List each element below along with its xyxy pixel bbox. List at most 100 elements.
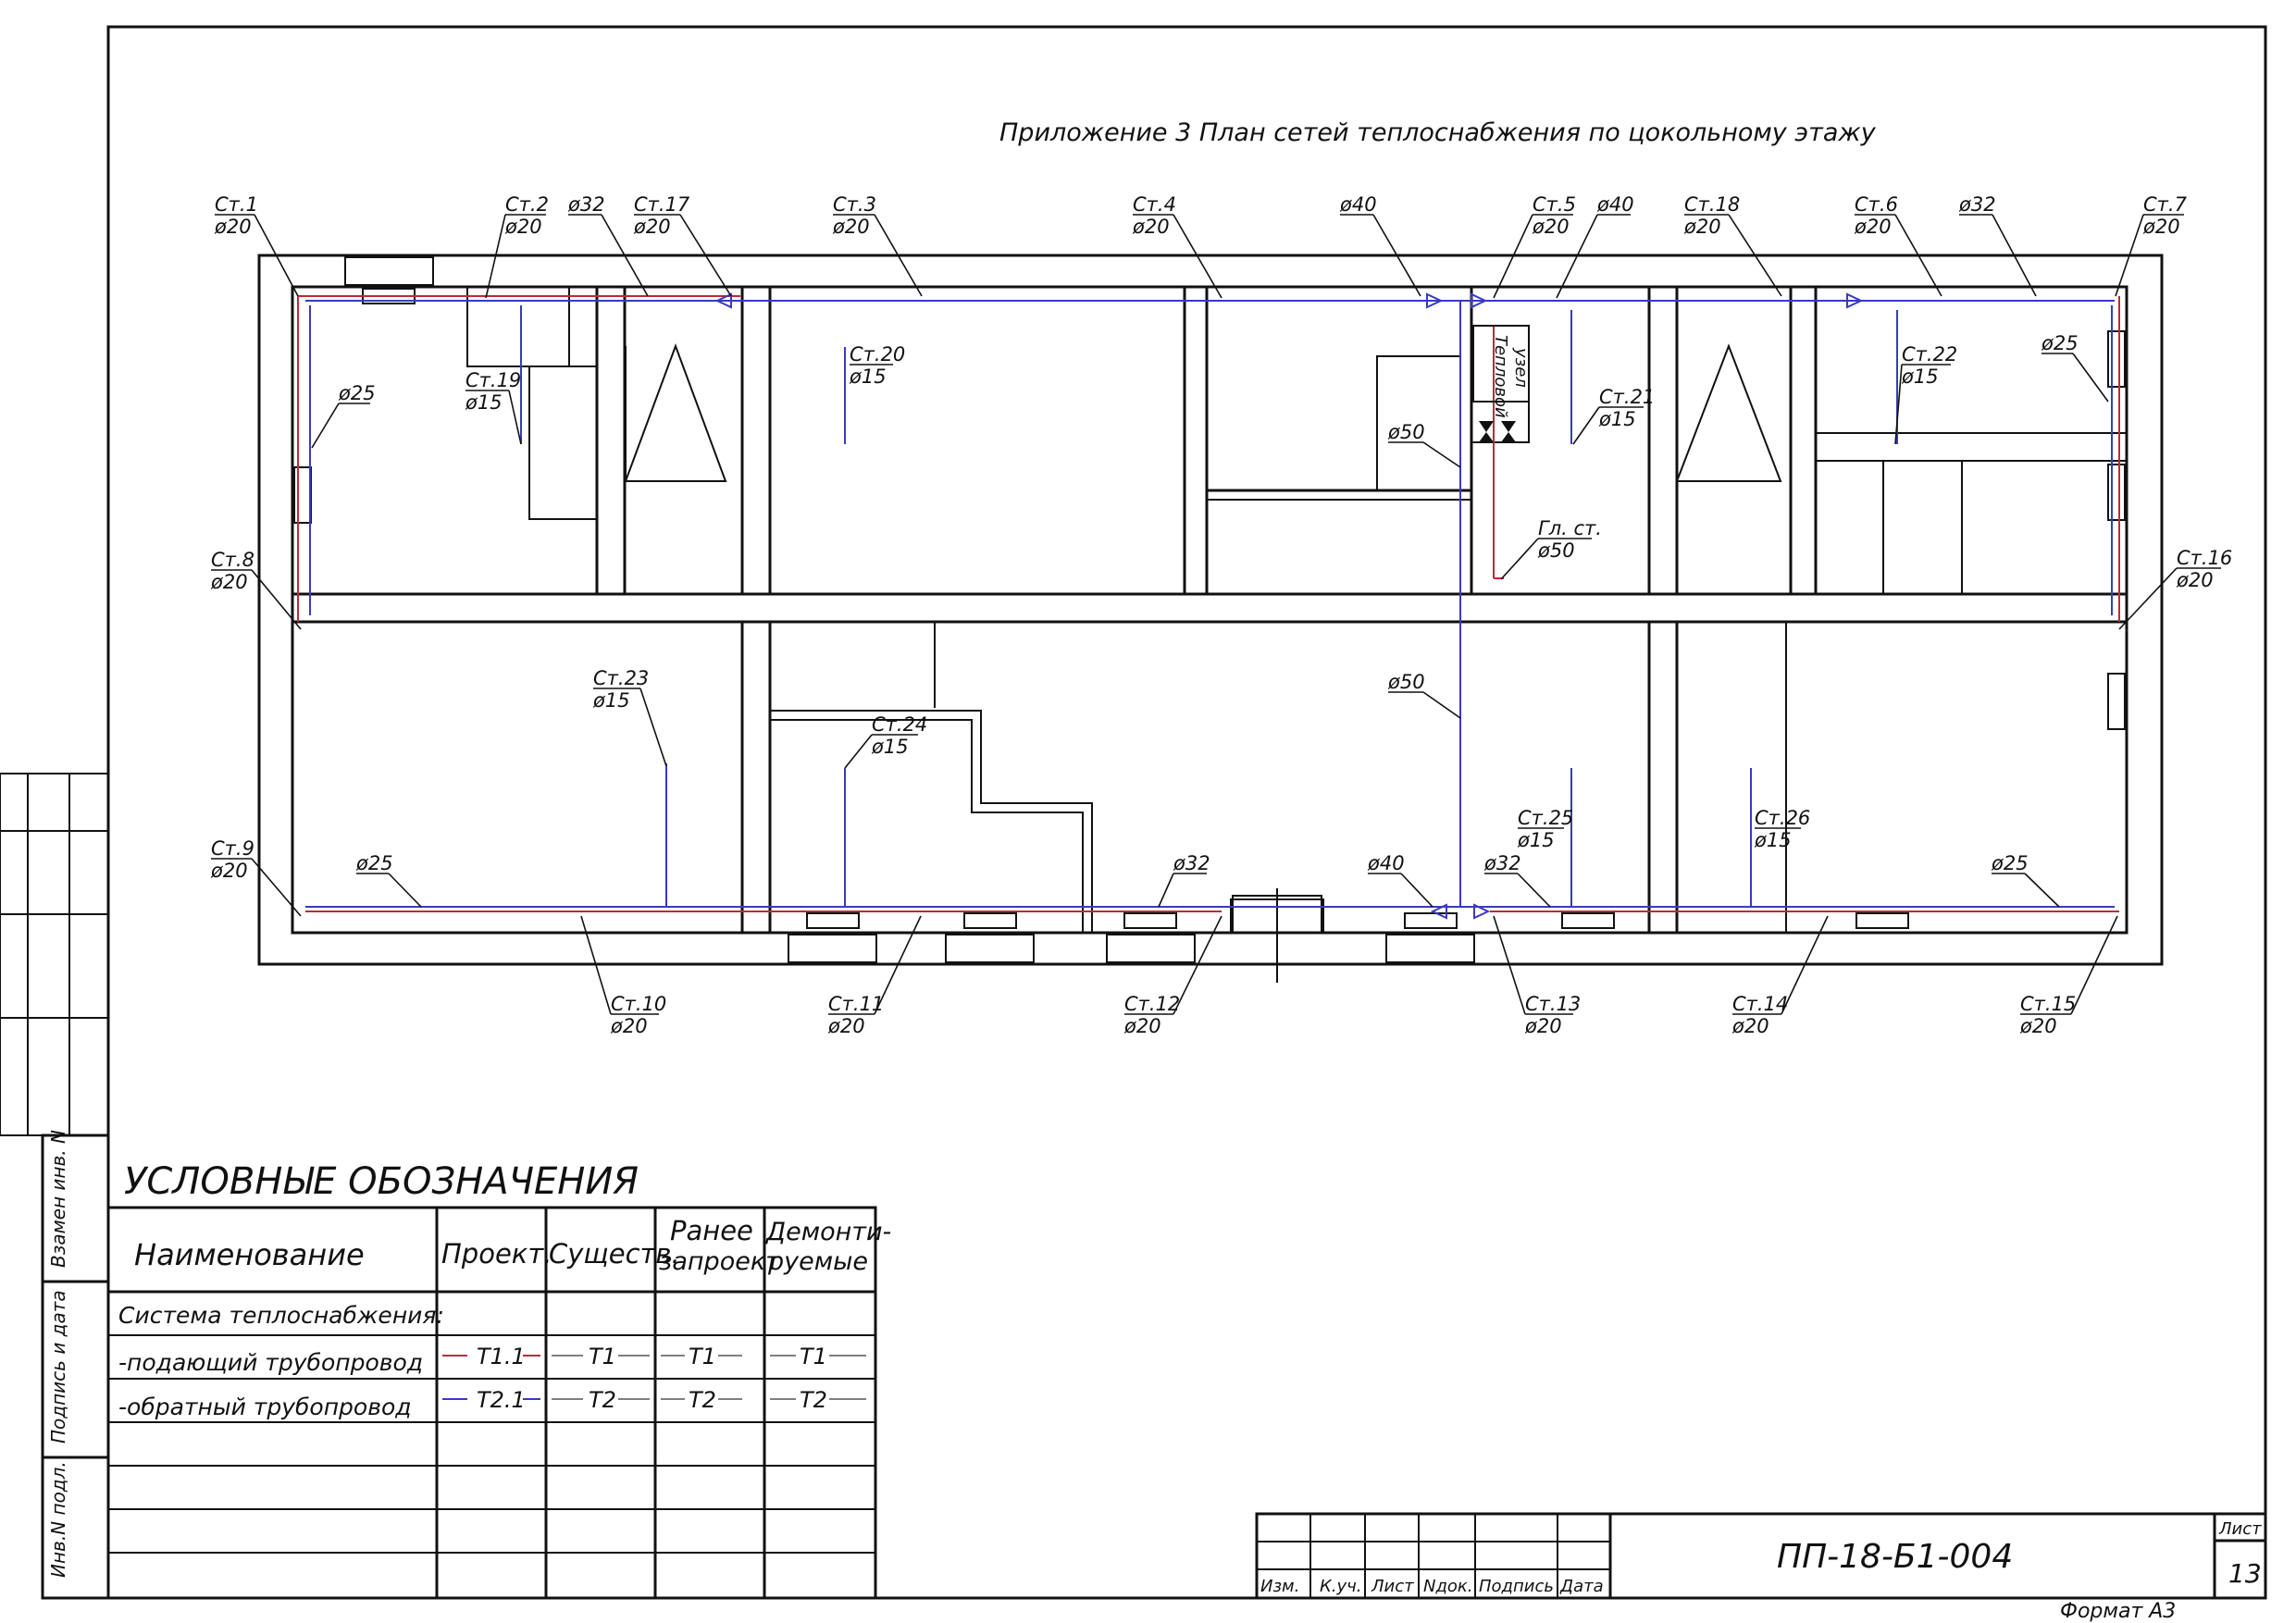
svg-text:Ст.24: Ст.24 [872, 713, 927, 736]
svg-text:запроект: запроект [659, 1247, 781, 1276]
svg-text:Демонти-: Демонти- [765, 1218, 891, 1246]
svg-text:Тепловой: Тепловой [1491, 335, 1510, 418]
svg-text:Т1: Т1 [800, 1344, 827, 1369]
svg-text:Инв.N подл.: Инв.N подл. [47, 1461, 69, 1578]
floor-plan [257, 254, 2164, 983]
svg-text:ø25: ø25 [1991, 852, 2029, 874]
svg-text:Ст.2: Ст.2 [505, 193, 549, 216]
svg-text:ø20: ø20 [1731, 1015, 1769, 1037]
svg-text:Ст.25: Ст.25 [1518, 807, 1573, 829]
svg-text:ø20: ø20 [1854, 216, 1892, 238]
svg-text:Ст.23: Ст.23 [593, 667, 649, 689]
svg-text:ø20: ø20 [210, 860, 248, 882]
svg-text:Ст.16: Ст.16 [2177, 547, 2232, 569]
svg-text:ø20: ø20 [2019, 1015, 2057, 1037]
svg-text:Система теплоснабжения:: Система теплоснабжения: [118, 1302, 444, 1329]
svg-text:Ст.13: Ст.13 [1525, 993, 1581, 1015]
svg-text:ø32: ø32 [1958, 193, 1996, 216]
svg-text:Ст.21: Ст.21 [1599, 386, 1655, 408]
svg-text:Т1: Т1 [689, 1344, 716, 1369]
svg-text:ø20: ø20 [504, 216, 542, 238]
svg-text:Т2: Т2 [589, 1387, 616, 1413]
svg-text:Изм.: Изм. [1260, 1577, 1299, 1596]
svg-text:Ст.7: Ст.7 [2143, 193, 2188, 216]
svg-text:ø20: ø20 [827, 1015, 865, 1037]
svg-text:ø15: ø15 [465, 391, 503, 414]
svg-text:ø15: ø15 [592, 689, 630, 712]
svg-text:Ст.20: Ст.20 [850, 343, 905, 365]
svg-text:ø20: ø20 [1524, 1015, 1562, 1037]
svg-text:ø20: ø20 [210, 571, 248, 593]
svg-text:Ст.3: Ст.3 [833, 193, 876, 216]
svg-text:ø20: ø20 [1532, 216, 1570, 238]
svg-text:Ст.10: Ст.10 [611, 993, 666, 1015]
svg-text:ø15: ø15 [1598, 408, 1636, 430]
svg-text:Ст.8: Ст.8 [211, 549, 254, 571]
svg-text:Подпись: Подпись [1479, 1577, 1554, 1596]
drawing-frame [106, 25, 2267, 1600]
svg-text:Ст.4: Ст.4 [1133, 193, 1176, 216]
svg-text:ø40: ø40 [1367, 852, 1405, 874]
svg-text:ø20: ø20 [1123, 1015, 1161, 1037]
svg-text:Ст.17: Ст.17 [634, 193, 690, 216]
svg-text:ø25: ø25 [338, 382, 376, 404]
svg-text:ø50: ø50 [1387, 421, 1425, 443]
drawing-code: ПП-18-Б1-004 [1777, 1538, 2013, 1576]
svg-text:руемые: руемые [767, 1247, 868, 1276]
legend-title: УСЛОВНЫЕ ОБОЗНАЧЕНИЯ [124, 1160, 639, 1203]
svg-text:Лист: Лист [1371, 1577, 1414, 1596]
svg-text:Ст.1: Ст.1 [215, 193, 258, 216]
svg-text:Подпись и дата: Подпись и дата [47, 1290, 69, 1443]
svg-text:ø15: ø15 [849, 365, 887, 388]
svg-text:Т2: Т2 [800, 1387, 827, 1413]
pipe-network [297, 292, 2120, 920]
svg-text:ø25: ø25 [355, 852, 393, 874]
svg-text:Ст.11: Ст.11 [828, 993, 884, 1015]
svg-text:ø20: ø20 [2176, 569, 2214, 591]
heat-unit: Тепловой узел [1472, 325, 1531, 418]
svg-text:Ст.26: Ст.26 [1755, 807, 1810, 829]
svg-text:К.уч.: К.уч. [1320, 1577, 1362, 1596]
svg-text:ø40: ø40 [1596, 193, 1634, 216]
side-stamp: Взамен инв. N Подпись и дата Инв.N подл. [0, 773, 110, 1600]
svg-text:Т1.1: Т1.1 [477, 1344, 526, 1369]
diameter-labels: ø32 ø40 ø40 ø32 ø25 ø25 ø50 ø50 ø25 ø32 … [311, 193, 2109, 908]
legend: УСЛОВНЫЕ ОБОЗНАЧЕНИЯ Наименование Проект… [106, 1160, 891, 1600]
svg-text:Т2.1: Т2.1 [477, 1387, 526, 1413]
svg-text:Проект.: Проект. [441, 1238, 552, 1270]
drawing-title: Приложение 3 План сетей теплоснабжения п… [999, 118, 1877, 147]
title-block: Изм. К.уч. Лист Nдок. Подпись Дата ПП-18… [1255, 1512, 2267, 1623]
svg-text:ø20: ø20 [2142, 216, 2180, 238]
svg-text:ø20: ø20 [633, 216, 671, 238]
svg-text:Ст.14: Ст.14 [1732, 993, 1788, 1015]
svg-text:ø20: ø20 [610, 1015, 648, 1037]
svg-text:ø32: ø32 [1173, 852, 1210, 874]
riser-label: Гл. ст.ø50 [1500, 517, 1602, 580]
svg-text:узел: узел [1511, 347, 1531, 388]
svg-text:Наименование: Наименование [134, 1237, 365, 1272]
svg-text:Ст.6: Ст.6 [1855, 193, 1898, 216]
